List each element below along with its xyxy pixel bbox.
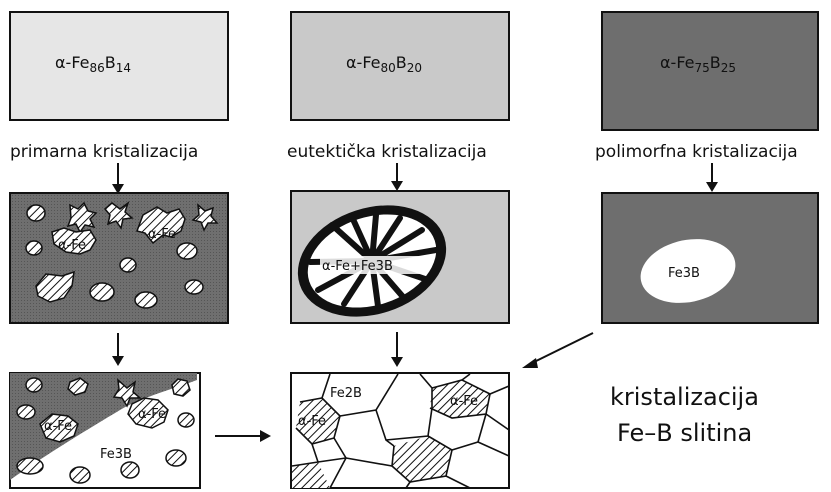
arrow-diagonal [522, 332, 594, 368]
panel-middle-eutectic: α-Fe+Fe3B [290, 190, 510, 324]
bottom-left-grains [16, 377, 195, 484]
arrow-down-4 [112, 333, 124, 366]
fe3b-grain [640, 239, 736, 303]
arrow-down-2 [391, 163, 403, 191]
formula-fe80b20: α-Fe80B20 [346, 53, 422, 75]
formula-fe75b25: α-Fe75B25 [660, 53, 736, 75]
caption-primary: primarna kristalizacija [10, 142, 198, 162]
panel-middle-polymorphic: Fe3B [601, 192, 819, 324]
bottom-right-label-3: α-Fe [450, 394, 478, 409]
formula-fe86b14: α-Fe86B14 [55, 53, 131, 75]
arrow-down-3 [706, 163, 718, 192]
eutectic-label: α-Fe+Fe3B [322, 259, 393, 274]
arrow-right [215, 430, 271, 442]
panel-top-eutectic: α-Fe80B20 [290, 11, 510, 121]
caption-eutectic: eutektička kristalizacija [287, 142, 487, 162]
panel-top-primary: α-Fe86B14 [9, 11, 229, 121]
arrow-down-1 [112, 163, 124, 194]
primary-grains [25, 200, 219, 309]
bottom-left-label-2: α-Fe [44, 419, 72, 434]
hatched-grains [292, 380, 490, 488]
arrow-down-5 [391, 332, 403, 367]
bottom-right-label-1: Fe2B [330, 386, 362, 401]
bottom-left-label-1: α-Fe [138, 407, 166, 422]
polymorphic-label: Fe3B [668, 266, 700, 281]
primary-grain-label-1: α-Fe [58, 238, 86, 253]
caption-polymorphic: polimorfna kristalizacija [595, 142, 798, 162]
panel-top-polymorphic: α-Fe75B25 [601, 11, 819, 131]
bottom-right-label-2: α-Fe [298, 414, 326, 429]
panel-middle-primary: α-Fe α-Fe [9, 192, 229, 324]
panel-bottom-left: α-Fe α-Fe Fe3B [9, 372, 201, 489]
primary-grain-label-2: α-Fe [148, 227, 176, 242]
title-line-1: kristalizacija [610, 383, 759, 411]
title-line-2: Fe–B slitina [617, 419, 752, 447]
grain-boundaries [291, 373, 510, 489]
bottom-left-label-3: Fe3B [100, 447, 132, 462]
panel-bottom-right: Fe2B α-Fe α-Fe [290, 372, 510, 489]
